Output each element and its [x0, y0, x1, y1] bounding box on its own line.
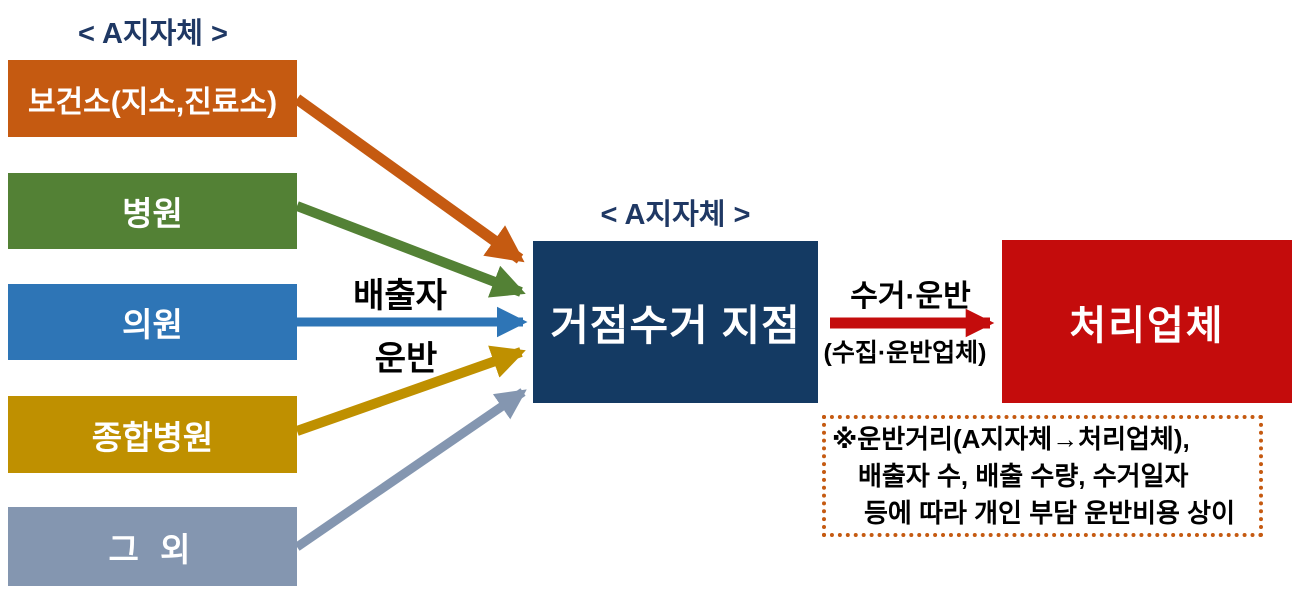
transport-label: 운반	[374, 340, 438, 378]
left-group-title: < A지자체 >	[78, 18, 228, 50]
note-line-1: ※운반거리(A지자체→처리업체),	[832, 424, 1190, 454]
discharger-label: 배출자	[353, 277, 447, 315]
source-box-others: 그 외	[8, 507, 297, 586]
arrow-from-others	[294, 388, 527, 551]
source-box-health-center: 보건소(지소,진료소)	[8, 60, 297, 137]
source-box-general-hospital: 종합병원	[8, 396, 297, 473]
collection-transport-label: 수거·운반	[850, 280, 971, 313]
cost-note-box: ※운반거리(A지자체→처리업체), 배출자 수, 배출 수량, 수거일자 등에 …	[822, 415, 1263, 537]
source-box-clinic: 의원	[8, 284, 297, 360]
source-box-hospital: 병원	[8, 173, 297, 249]
hub-group-title: < A지자체 >	[600, 199, 751, 231]
note-line-2: 배출자 수, 배출 수량, 수거일자	[858, 461, 1189, 491]
collection-company-label: (수집·운반업체)	[823, 339, 987, 367]
hub-collection-point-box: 거점수거 지점	[533, 241, 818, 403]
treatment-company-box: 처리업체	[1002, 240, 1292, 403]
note-line-3: 등에 따라 개인 부담 운반비용 상이	[864, 498, 1235, 528]
arrow-from-health-center	[293, 94, 525, 264]
